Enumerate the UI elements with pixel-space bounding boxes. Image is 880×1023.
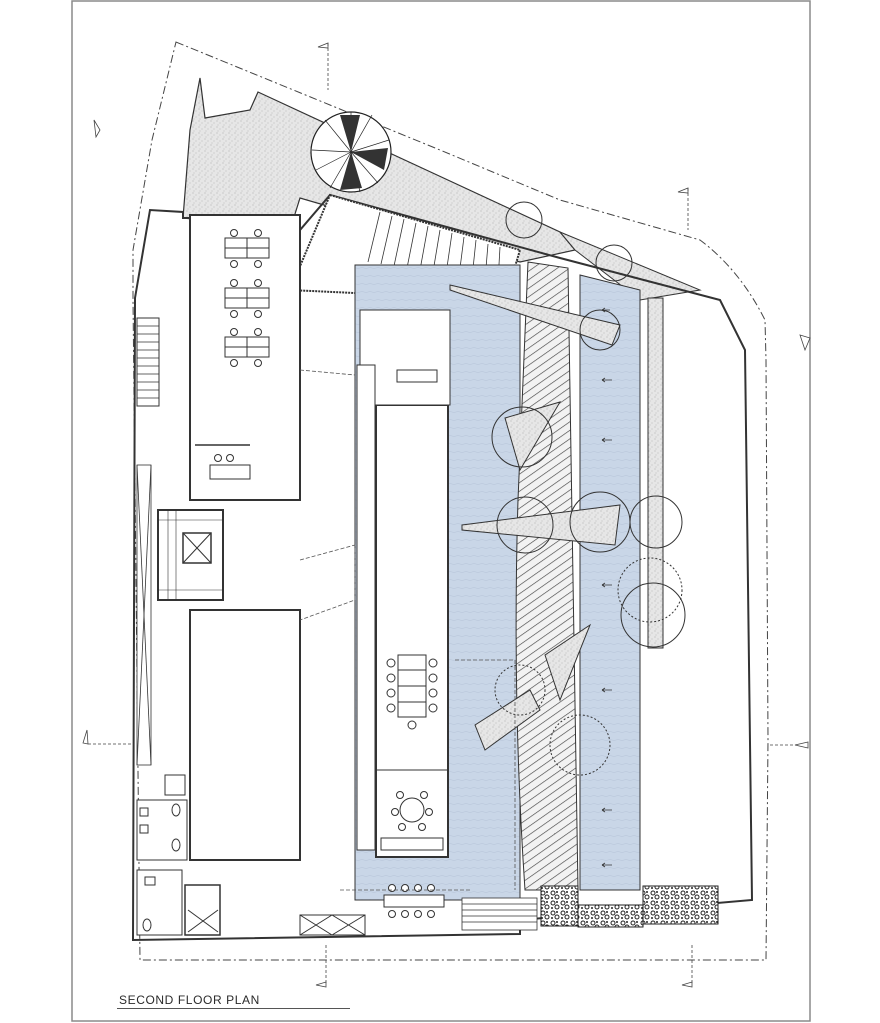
property-boundary xyxy=(132,41,769,961)
service-shafts xyxy=(136,464,152,766)
office-north xyxy=(189,214,301,501)
west-facade-strip xyxy=(356,364,376,851)
lift-core xyxy=(157,509,224,601)
flow-arrows xyxy=(601,307,612,868)
shrub-bed-1 xyxy=(540,885,579,927)
drawing-title: SECOND FLOOR PLAN xyxy=(119,993,260,1007)
bottom-service-rooms xyxy=(184,884,366,936)
reflecting-pool-east xyxy=(579,274,641,891)
tree-small-1 xyxy=(505,201,543,239)
tree-north xyxy=(310,111,392,193)
meeting-table-round xyxy=(376,769,448,851)
sheet-frame xyxy=(71,0,811,1022)
shrub-bed-2 xyxy=(577,904,644,928)
tree-small-2 xyxy=(595,244,633,282)
office-south xyxy=(189,609,301,861)
skylight-circles xyxy=(491,309,686,648)
south-steps xyxy=(461,897,538,931)
central-core xyxy=(375,404,449,858)
reception-counter xyxy=(396,369,438,383)
skylight-planters xyxy=(449,284,621,751)
glass-walkway xyxy=(515,261,579,891)
toilets xyxy=(136,774,188,936)
stair-west xyxy=(136,317,160,407)
tree-foliage xyxy=(494,557,683,776)
shrub-bed-3 xyxy=(642,885,719,925)
section-markers xyxy=(82,42,811,988)
title-underline xyxy=(117,1008,350,1009)
dashed-ceiling-lines xyxy=(299,369,516,891)
meeting-table-bottom xyxy=(383,884,445,918)
meeting-table-large xyxy=(386,654,438,730)
east-planter xyxy=(647,297,664,649)
